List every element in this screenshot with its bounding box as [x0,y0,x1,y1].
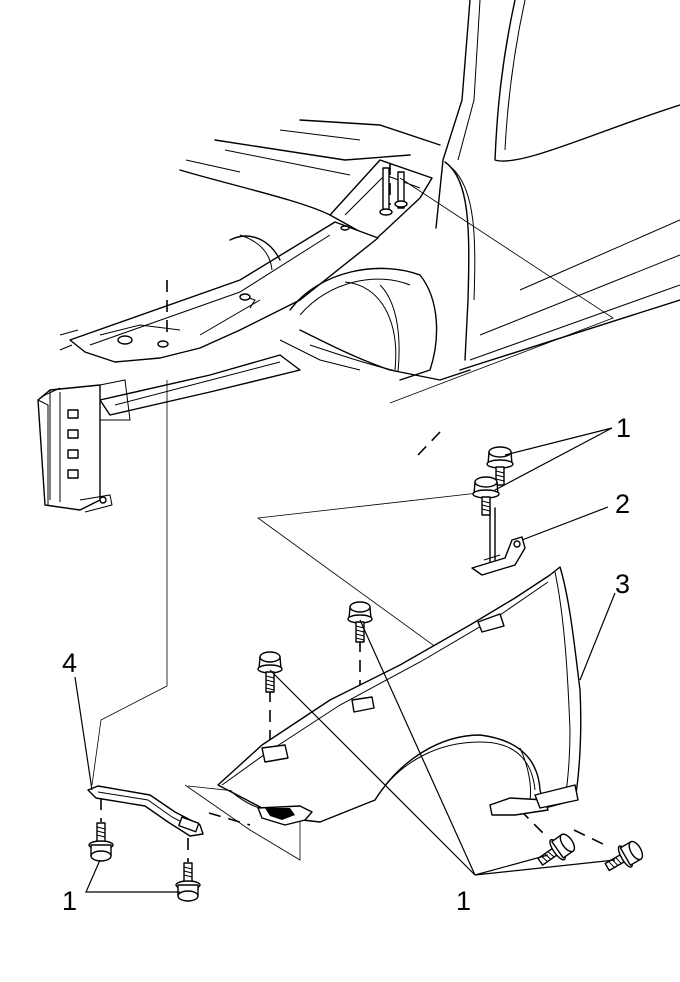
bolt-top-1 [486,446,514,486]
callout-1-top: 1 [616,413,631,443]
bolt-bracket-right [175,862,201,902]
callout-1-left: 1 [62,886,77,916]
callout-2: 2 [615,489,630,519]
upper-bracket [471,507,526,576]
bolt-fender-lower-1 [537,833,576,866]
lower-bracket [87,785,204,837]
callout-4: 4 [62,648,77,678]
bolt-top-2 [472,476,500,516]
vehicle-body [37,0,680,513]
bolt-fender-left [257,651,283,693]
callout-1-bottom: 1 [456,886,471,916]
fender-panel [217,566,582,826]
bolt-fender-mid [347,601,373,643]
callout-labels: 1 2 3 4 1 1 [62,413,631,916]
bolt-bracket-left [88,822,114,862]
leader-lines [74,427,616,893]
callout-3: 3 [615,569,630,599]
bolt-fender-lower-2 [604,840,644,872]
